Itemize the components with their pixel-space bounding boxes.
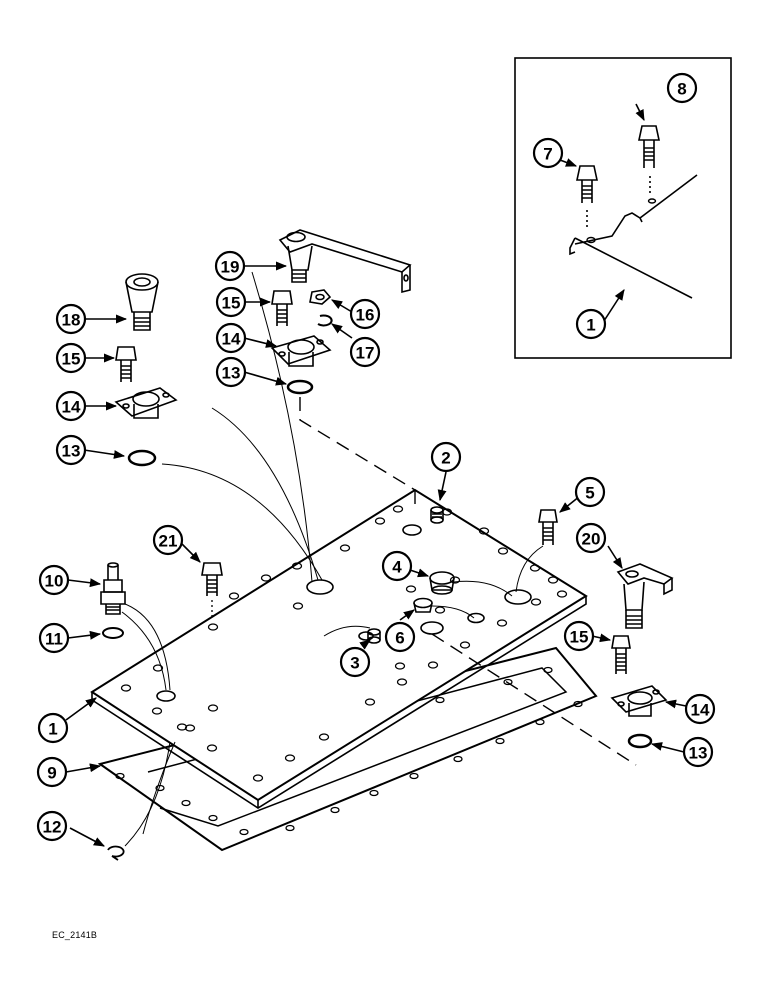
cover-plate-part-1 bbox=[90, 488, 588, 809]
callout-13-right: 13 bbox=[689, 744, 708, 763]
callout-12: 12 bbox=[43, 818, 62, 837]
assembly-guide-lines bbox=[299, 397, 637, 766]
callout-2: 2 bbox=[441, 449, 450, 468]
callout-19: 19 bbox=[221, 258, 240, 277]
callout-16: 16 bbox=[356, 306, 375, 325]
callout-17: 17 bbox=[356, 344, 375, 363]
callout-20: 20 bbox=[582, 530, 601, 549]
leader-arrows bbox=[65, 103, 687, 847]
inset-bolt-7 bbox=[576, 165, 598, 228]
callout-circles bbox=[36, 72, 716, 842]
bolt-part-21 bbox=[201, 562, 223, 620]
o-ring-part-13-right bbox=[627, 733, 653, 749]
callout-5: 5 bbox=[585, 484, 594, 503]
bolt-part-15-top bbox=[271, 290, 293, 326]
callout-15-top: 15 bbox=[222, 294, 241, 313]
assembly-curve-lines bbox=[121, 271, 544, 847]
callout-13-top: 13 bbox=[222, 364, 241, 383]
bracket-pin-part-19 bbox=[278, 229, 412, 294]
callout-14-top: 14 bbox=[222, 330, 241, 349]
flange-bearing-part-14-top bbox=[270, 335, 332, 367]
callout-1: 1 bbox=[48, 720, 57, 739]
callout-4: 4 bbox=[392, 558, 402, 577]
clip-part-12 bbox=[107, 845, 125, 861]
gasket-holes bbox=[115, 666, 583, 836]
callout-10: 10 bbox=[45, 572, 64, 591]
callout-9: 9 bbox=[47, 764, 56, 783]
bolt-part-15-left bbox=[115, 346, 137, 382]
callout-11: 11 bbox=[45, 630, 63, 649]
fitting-part-10 bbox=[100, 562, 126, 615]
inset-detail-panel bbox=[514, 57, 732, 359]
callout-3: 3 bbox=[350, 654, 359, 673]
callout-7: 7 bbox=[543, 145, 552, 164]
callout-15-right: 15 bbox=[570, 628, 589, 647]
callout-8: 8 bbox=[677, 80, 686, 99]
callout-21: 21 bbox=[159, 532, 178, 551]
plate-bolt-holes bbox=[120, 505, 568, 782]
cap-plug-part-4 bbox=[429, 571, 455, 595]
inset-bolt-8 bbox=[638, 125, 660, 196]
o-ring-part-11 bbox=[102, 627, 124, 639]
sleeve-part-18 bbox=[125, 273, 159, 331]
callout-1-inset: 1 bbox=[586, 316, 595, 335]
lock-washer-part-17 bbox=[317, 314, 333, 327]
o-ring-part-13-top bbox=[286, 379, 314, 395]
o-ring-part-13-left bbox=[127, 449, 157, 467]
callout-6: 6 bbox=[395, 629, 404, 648]
breather-plug-part-2 bbox=[430, 506, 444, 524]
bolt-part-5 bbox=[538, 509, 558, 545]
flange-bearing-part-14-left bbox=[114, 387, 178, 419]
callout-14-right: 14 bbox=[691, 701, 710, 720]
callout-13-left: 13 bbox=[62, 442, 81, 461]
nut-part-16 bbox=[309, 289, 332, 305]
flange-bearing-part-14-right bbox=[610, 685, 668, 717]
plug-part-6 bbox=[413, 597, 433, 613]
bracket-pin-part-20 bbox=[616, 563, 674, 629]
plug-part-3 bbox=[367, 628, 381, 644]
callout-15-left: 15 bbox=[62, 350, 81, 369]
figure-reference-code: EC_2141B bbox=[52, 930, 98, 940]
callout-18: 18 bbox=[62, 311, 81, 330]
bolt-part-15-right bbox=[611, 635, 631, 674]
callout-14-left: 14 bbox=[62, 398, 81, 417]
